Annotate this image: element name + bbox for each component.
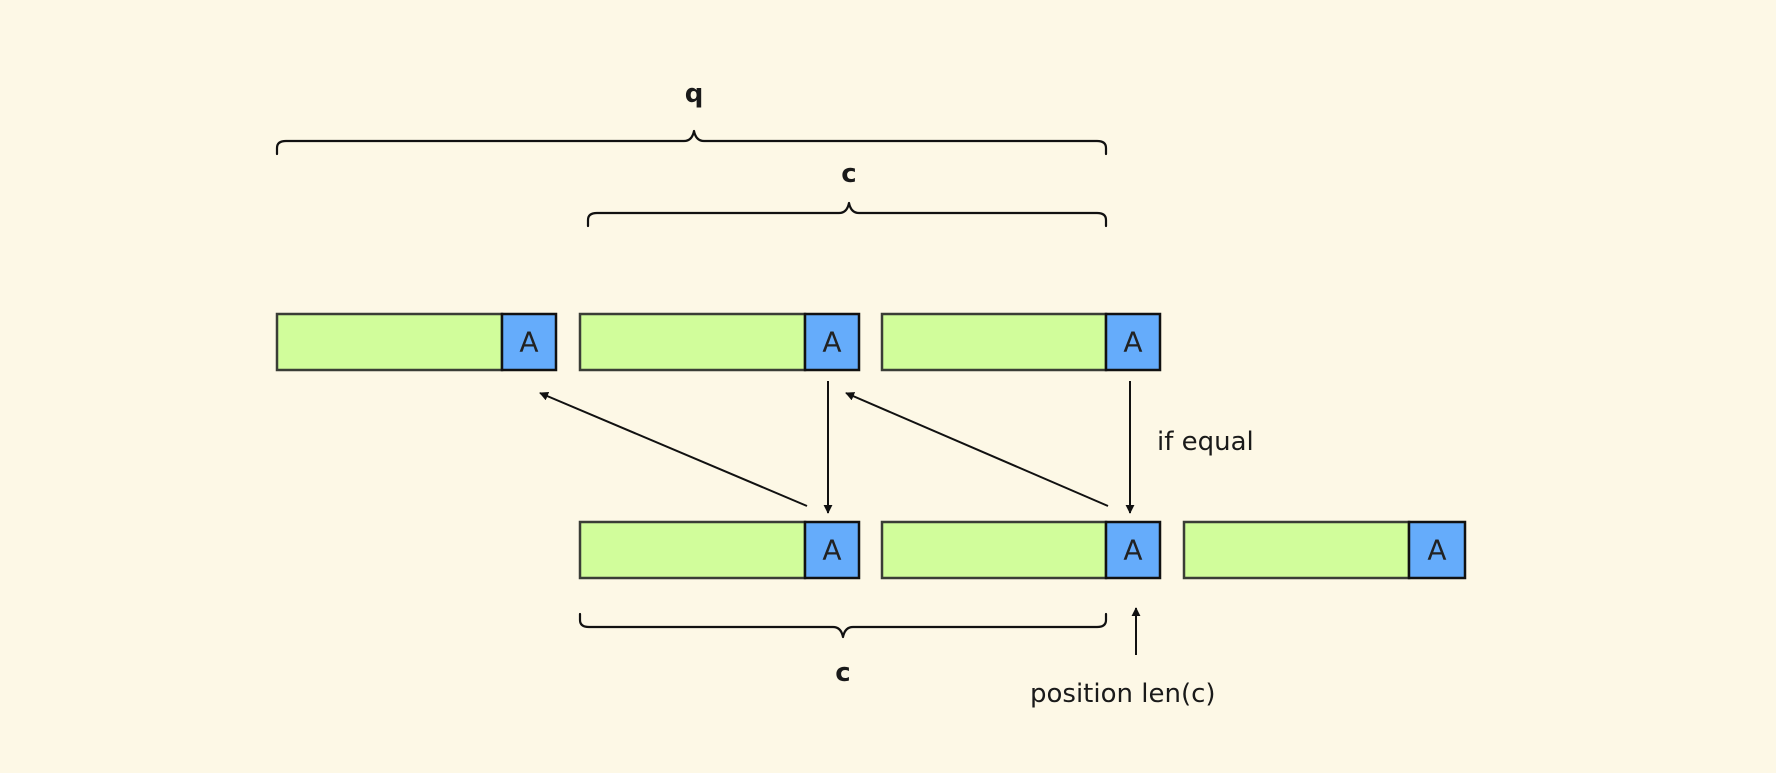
position-label: position len(c) [1030, 679, 1216, 709]
key-label: A [822, 534, 841, 567]
segment-body [880, 520, 1108, 580]
segment-body [578, 520, 807, 580]
bottom-segment-2: A [880, 520, 1162, 580]
key-cell [1407, 520, 1467, 580]
key-label: A [519, 326, 538, 359]
bottom-row: A A A [578, 520, 1467, 580]
top-row: A A A [275, 312, 1162, 372]
segment-body [1182, 520, 1411, 580]
key-cell [500, 312, 558, 372]
key-label: A [1123, 534, 1142, 567]
brace-c-bottom-label: c [835, 658, 850, 688]
key-cell [1104, 312, 1162, 372]
if-equal-label: if equal [1157, 427, 1254, 457]
top-segment-1: A [275, 312, 558, 372]
brace-q [275, 129, 1108, 156]
arrow-diag-left [539, 392, 808, 507]
key-cell [803, 520, 861, 580]
brace-c-top [586, 201, 1108, 228]
brace-c-top-label: c [841, 159, 856, 189]
key-cell [803, 312, 861, 372]
bottom-segment-1: A [578, 520, 861, 580]
segment-body [880, 312, 1108, 372]
key-label: A [1427, 534, 1446, 567]
key-cell [1104, 520, 1162, 580]
key-label: A [822, 326, 841, 359]
bottom-segment-3: A [1182, 520, 1467, 580]
segment-body [275, 312, 504, 372]
top-segment-2: A [578, 312, 861, 372]
key-label: A [1123, 326, 1142, 359]
segment-body [578, 312, 807, 372]
brace-c-bottom [578, 612, 1108, 639]
brace-q-label: q [685, 79, 704, 109]
arrow-diag-right [845, 392, 1109, 507]
top-segment-3: A [880, 312, 1162, 372]
